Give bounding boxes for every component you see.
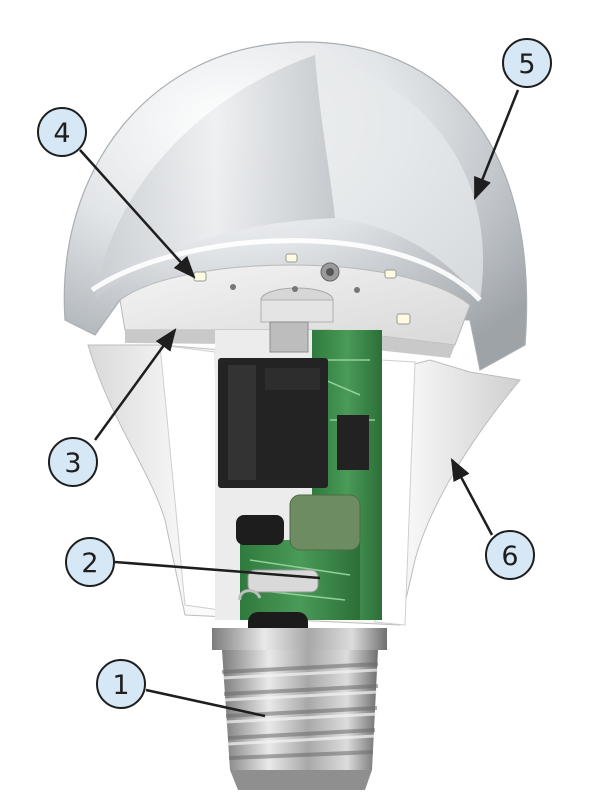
leader-line-2 [114,560,321,580]
callout-5: 5 [502,38,552,88]
leader-lines [79,89,520,718]
led-chip [384,269,397,279]
callout-1: 1 [96,659,146,709]
callout-6-label: 6 [501,541,518,572]
leader-line-3 [93,328,177,441]
callout-2: 2 [65,537,115,587]
leader-line-4 [79,149,196,279]
callout-6: 6 [485,530,535,580]
callout-4-label: 4 [53,118,70,149]
leader-line-1 [145,688,266,718]
leader-line-6 [450,458,494,536]
led-chip [285,253,298,263]
screw-base [212,628,387,790]
callout-2-label: 2 [81,548,98,579]
callout-4: 4 [37,107,87,157]
callout-3: 3 [48,437,98,487]
leader-line-5 [473,89,520,201]
led-chip [396,313,411,325]
led-chip [193,271,207,282]
callout-5-label: 5 [518,49,535,80]
callout-3-label: 3 [64,448,81,479]
callout-1-label: 1 [112,670,129,701]
